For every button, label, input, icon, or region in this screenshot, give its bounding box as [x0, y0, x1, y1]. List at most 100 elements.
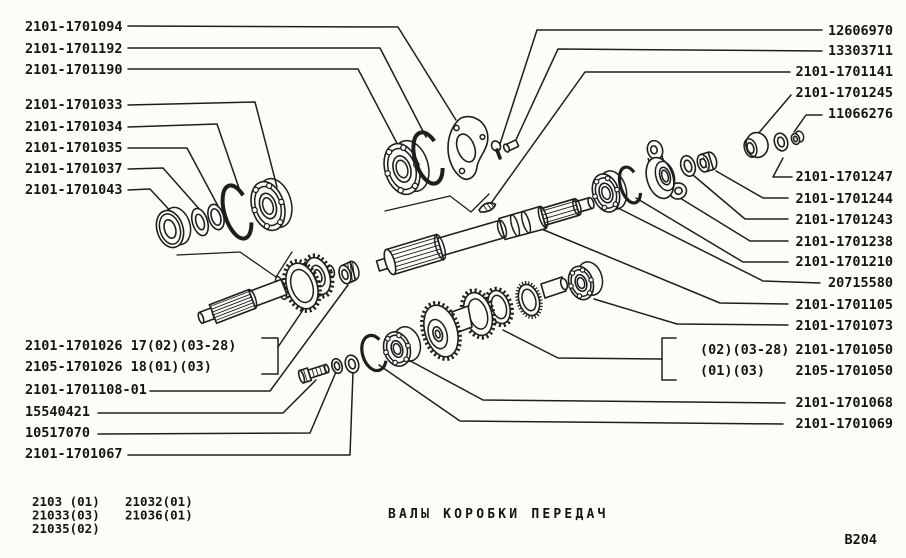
figure-title: ВАЛЫ КОРОБКИ ПЕРЕДАЧ: [388, 507, 609, 522]
leader-13303711: [513, 48, 823, 145]
label-2101-1701245: 2101-1701245: [795, 85, 893, 101]
label-2101-1701034: 2101-1701034: [25, 119, 123, 135]
label-13303711: 13303711: [828, 43, 893, 59]
leader-1701094: [127, 25, 457, 121]
label-2101-1701243: 2101-1701243: [795, 212, 893, 228]
woodruff-key-drawing: [478, 201, 497, 213]
model-applicability-block: 2103 (01) 21032(01) 21033(03) 21036(01) …: [32, 494, 193, 536]
label-2101-1701190: 2101-1701190: [25, 62, 123, 78]
leader-1701238: [679, 197, 789, 242]
label-2101-1701069: 2101-1701069: [795, 416, 893, 432]
leader-1701190: [127, 68, 401, 150]
bearing-snap-ring-drawing: [411, 130, 445, 186]
leader-lines: [97, 25, 823, 456]
thrust-washer-drawing: [344, 354, 360, 374]
leader-12606970: [498, 29, 823, 148]
leader-15540421: [97, 379, 317, 414]
leader-1701192: [127, 47, 427, 138]
model-code-21033: 21033(03): [32, 508, 100, 523]
leader-1701033: [127, 101, 278, 188]
label-2101-1701068: 2101-1701068: [795, 395, 893, 411]
rear-bearing-drawing: [591, 170, 628, 213]
leader-11066276: [793, 114, 823, 133]
label-2101-1701033: 2101-1701033: [25, 97, 123, 113]
input-shaft-drawing: [197, 253, 336, 325]
label-15540421: 15540421: [25, 404, 90, 420]
part-number-labels: 2101-1701094 2101-1701192 2101-1701190 2…: [25, 19, 893, 462]
spacer-ring-small-drawing: [190, 207, 210, 237]
flange-washer-drawing: [679, 154, 697, 178]
label-2101-1701247: 2101-1701247: [795, 169, 893, 185]
label-2101-1701067: 2101-1701067: [25, 446, 123, 462]
leader-1701035: [127, 147, 219, 207]
screw-drawing: [502, 139, 520, 153]
label-2101-1701210: 2101-1701210: [795, 254, 893, 270]
small-washer-drawing: [773, 132, 789, 152]
needle-bushing-drawing: [338, 260, 360, 285]
leader-1701069: [378, 364, 784, 425]
small-nut-drawing: [790, 130, 805, 146]
brace-front-bearing-group: [384, 193, 490, 213]
model-code-21035: 21035(02): [32, 521, 100, 536]
label-2101-1701026: 2101-1701026 17(02)(03-28): [25, 338, 236, 354]
leader-1701034: [127, 123, 241, 192]
countershaft-snap-ring-drawing: [360, 333, 388, 373]
countershaft-rear-bearing-drawing: [567, 261, 604, 301]
leader-1701141: [488, 71, 791, 207]
label-2101-1701192: 2101-1701192: [25, 41, 123, 57]
retainer-plate-drawing: [447, 115, 489, 181]
label-2101-1701037: 2101-1701037: [25, 161, 123, 177]
bracket-1701050: [661, 337, 677, 381]
countershaft-front-bearing-drawing: [382, 326, 422, 367]
main-bearing-drawing: [383, 139, 430, 196]
leader-1701068: [402, 356, 786, 404]
label-2105-1701026: 2105-1701026 18(01)(03): [25, 359, 212, 375]
model-code-21036: 21036(01): [125, 508, 193, 523]
leader-1701247: [772, 157, 793, 178]
ball-bushing-drawing: [743, 131, 769, 159]
leader-1701243: [692, 174, 789, 220]
leader-1701026: [277, 303, 308, 348]
leader-1701073: [593, 298, 789, 326]
leader-1701108: [149, 284, 349, 392]
figure-code: B204: [844, 532, 877, 548]
flange-nut-drawing: [696, 151, 718, 173]
leader-1701067: [127, 371, 354, 456]
input-shaft-front-bearing-drawing: [250, 177, 293, 232]
label-11066276: 11066276: [828, 106, 893, 122]
label-20715580: 20715580: [828, 275, 893, 291]
label-2101-1701043: 2101-1701043: [25, 182, 123, 198]
label-2101-1701035: 2101-1701035: [25, 140, 123, 156]
label-2101-1701094: 2101-1701094: [25, 19, 123, 35]
snap-ring-front-drawing: [220, 183, 254, 241]
label-2101-1701141: 2101-1701141: [795, 64, 893, 80]
label-2101-1701073: 2101-1701073: [795, 318, 893, 334]
label-2105-1701050: 2105-1701050: [795, 363, 893, 379]
bracket-1701026: [261, 337, 279, 375]
parts-drawing: [155, 115, 805, 384]
leader-1701105: [526, 222, 789, 305]
label-10517070: 10517070: [25, 425, 90, 441]
label-2101-1701108-01: 2101-1701108-01: [25, 382, 147, 398]
label-2101-1701050: 2101-1701050: [795, 342, 893, 358]
rear-snap-ring-drawing: [617, 165, 643, 205]
spacer-ring-drawing: [207, 203, 225, 231]
leader-1701050: [502, 329, 663, 360]
secondary-shaft-drawing: [375, 196, 595, 276]
label-variant-02-03-28: (02)(03-28): [700, 342, 789, 358]
label-2101-1701244: 2101-1701244: [795, 191, 893, 207]
leader-1701043: [127, 188, 176, 217]
lock-washer-drawing: [330, 357, 344, 375]
label-2101-1701105: 2101-1701105: [795, 297, 893, 313]
front-oil-seal-drawing: [155, 206, 192, 249]
leader-1701210: [635, 197, 789, 263]
model-code-21032: 21032(01): [125, 494, 193, 509]
label-2101-1701238: 2101-1701238: [795, 234, 893, 250]
brace-input-nose-group: [176, 251, 293, 278]
leader-1701245: [756, 94, 792, 136]
label-variant-01-03: (01)(03): [700, 363, 765, 379]
rivet-drawing: [490, 140, 502, 160]
countershaft-drawing: [420, 276, 569, 361]
